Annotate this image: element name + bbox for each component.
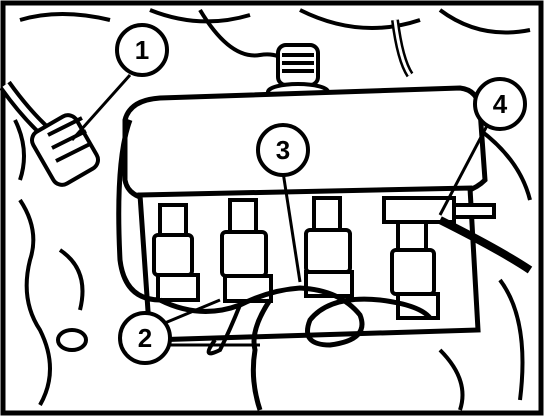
callout-4: 4 xyxy=(473,77,527,131)
callout-1: 1 xyxy=(115,23,169,77)
callout-4-label: 4 xyxy=(493,89,508,119)
leader-lines xyxy=(70,74,492,347)
engine-block xyxy=(13,8,532,411)
leader-4 xyxy=(438,119,492,216)
callout-2-label: 2 xyxy=(138,323,152,353)
leader-3 xyxy=(281,171,302,283)
callout-1-label: 1 xyxy=(135,35,149,65)
tester-leads xyxy=(116,119,432,411)
left-hose-clamp xyxy=(0,80,100,187)
boot-cyl-1 xyxy=(152,203,200,302)
spark-plug-boots xyxy=(152,196,440,320)
callout-3: 3 xyxy=(256,123,310,177)
boot-cyl-4 xyxy=(390,218,440,320)
leader-2a xyxy=(159,298,221,327)
boot-cyl-3 xyxy=(304,196,354,298)
callout-3-label: 3 xyxy=(276,135,290,165)
callout-2: 2 xyxy=(118,311,172,365)
leader-1 xyxy=(70,74,132,141)
